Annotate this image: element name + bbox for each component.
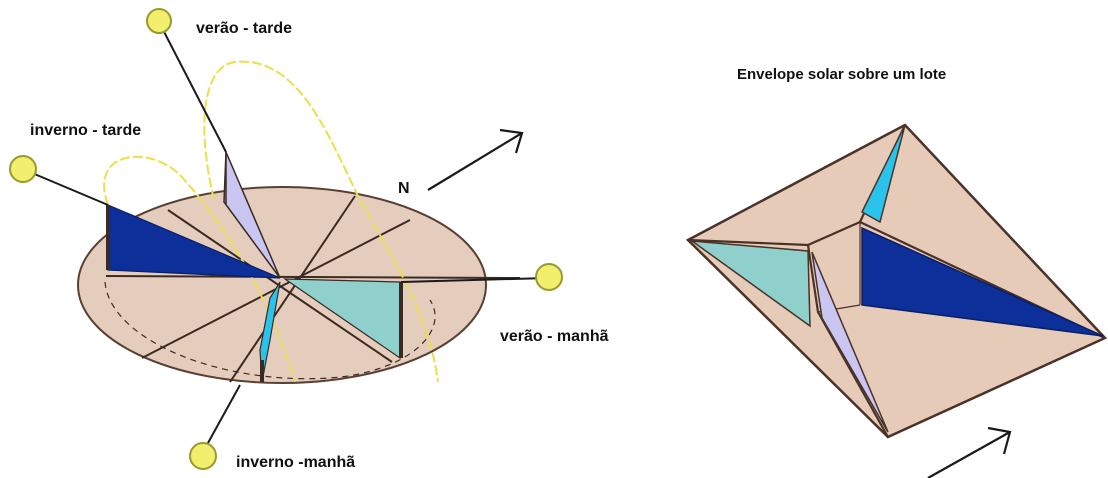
north-label: N xyxy=(398,180,410,197)
sun-winter-afternoon-icon xyxy=(9,155,37,183)
envelope-title: Envelope solar sobre um lote xyxy=(737,66,947,83)
envelope-winter-morning-face xyxy=(861,124,906,224)
label-winter-afternoon: inverno - tarde xyxy=(30,122,142,139)
label-winter-morning: inverno -manhã xyxy=(236,454,356,471)
summer-afternoon-shadow xyxy=(223,151,281,279)
dashed-sun-track xyxy=(104,281,436,380)
sun-rays xyxy=(24,23,549,453)
sun-path-diagram xyxy=(9,8,563,470)
winter-sun-path xyxy=(103,155,296,383)
envelope-summer-afternoon-face xyxy=(811,251,889,433)
shadow-poles xyxy=(106,205,403,382)
label-summer-afternoon: verão - tarde xyxy=(196,20,293,37)
summer-sun-path xyxy=(203,60,439,383)
label-summer-morning: verão - manhã xyxy=(500,328,609,345)
solar-envelope-diagram xyxy=(685,123,1108,478)
sun-summer-morning-icon xyxy=(535,263,563,291)
envelope-winter-afternoon-face xyxy=(861,226,1104,337)
north-arrow-icon xyxy=(427,128,524,191)
sun-summer-afternoon-icon xyxy=(146,8,172,34)
envelope-summer-morning-face xyxy=(689,240,811,328)
lot-direction-arrow-icon xyxy=(927,426,1012,478)
sun-winter-morning-icon xyxy=(189,442,217,470)
